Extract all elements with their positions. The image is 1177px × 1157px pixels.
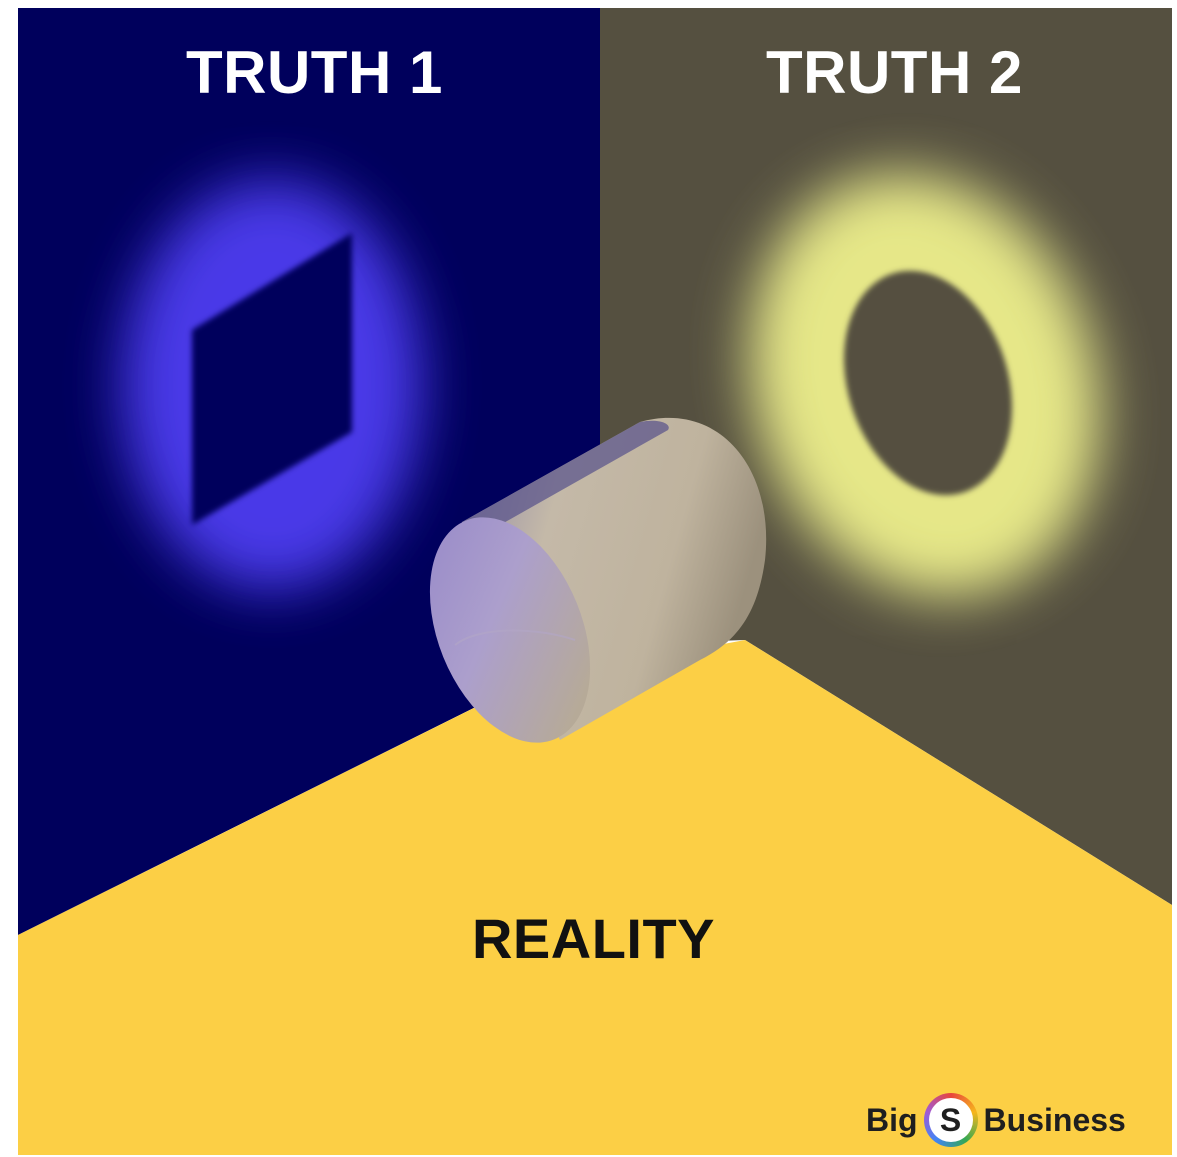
logo-badge-icon: S <box>924 1093 978 1147</box>
truth-1-label: TRUTH 1 <box>186 38 443 107</box>
logo-text-big: Big <box>866 1102 918 1139</box>
logo-badge-letter: S <box>929 1098 973 1142</box>
reality-label: REALITY <box>0 906 1177 971</box>
logo-text-business: Business <box>984 1102 1126 1139</box>
truth-2-label: TRUTH 2 <box>766 38 1023 107</box>
brand-logo: Big S Business <box>866 1090 1126 1150</box>
